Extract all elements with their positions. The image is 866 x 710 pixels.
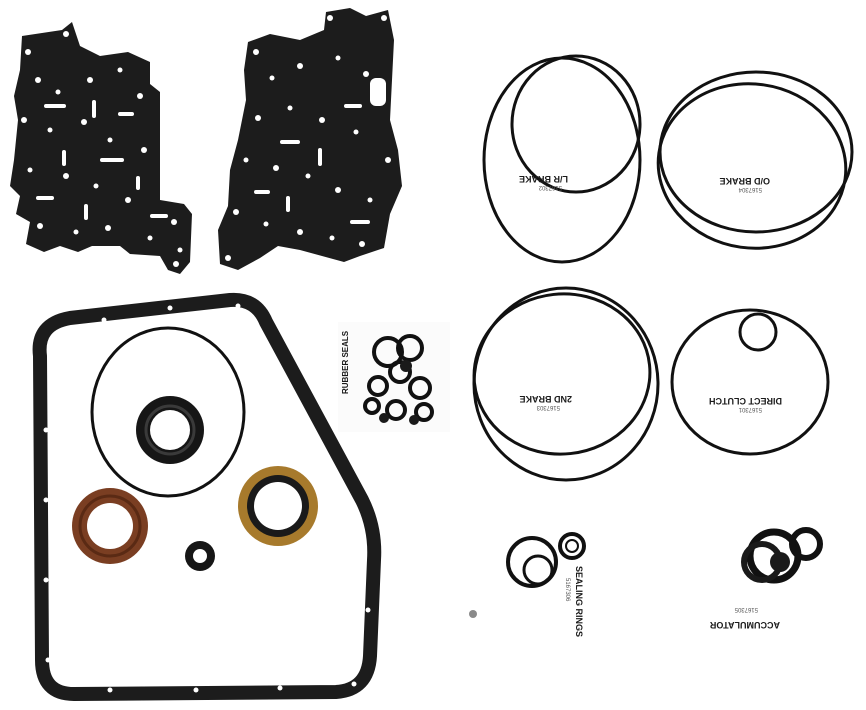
second-brake-label: 2ND BRAKE — [519, 394, 572, 404]
lr-brake-oring-set: L/R BRAKE 5167302 — [482, 54, 642, 264]
direct-clutch-code: 5167301 — [738, 406, 762, 412]
lr-brake-code: 5167302 — [538, 184, 562, 190]
valve-body-gasket-right — [218, 8, 402, 270]
accumulator-label: ACCUMULATOR — [709, 620, 780, 630]
brown-oil-seal — [72, 488, 148, 564]
black-oil-seal — [136, 396, 204, 464]
lr-brake-label: L/R BRAKE — [519, 174, 568, 184]
rubber-seals-bag: RUBBER SEALS — [338, 322, 450, 432]
second-brake-code: 5167303 — [536, 404, 560, 410]
od-brake-label: O/D BRAKE — [719, 176, 770, 186]
od-brake-oring-set: O/D BRAKE 5167304 — [656, 70, 854, 250]
pan-o-ring — [90, 326, 246, 498]
sealing-rings-code: 5167306 — [564, 578, 570, 602]
second-brake-oring-set: 2ND BRAKE 5167303 — [472, 286, 660, 482]
sealing-rings-label: SEALING RINGS — [574, 566, 584, 637]
sealing-rings-set: SEALING RINGS 5167306 — [469, 532, 586, 637]
direct-clutch-label: DIRECT CLUTCH — [709, 396, 782, 406]
accumulator-code: 5167305 — [734, 606, 758, 612]
amber-oil-seal — [238, 466, 318, 546]
od-brake-code: 5167304 — [738, 186, 762, 192]
valve-body-gasket-left — [10, 22, 192, 274]
small-black-seal — [185, 541, 215, 571]
oil-pan-gasket — [32, 292, 382, 701]
rubber-seals-label: RUBBER SEALS — [341, 330, 350, 394]
accumulator-seal-set: ACCUMULATOR 5167305 — [709, 527, 823, 630]
direct-clutch-oring-set: DIRECT CLUTCH 5167301 — [670, 308, 830, 456]
